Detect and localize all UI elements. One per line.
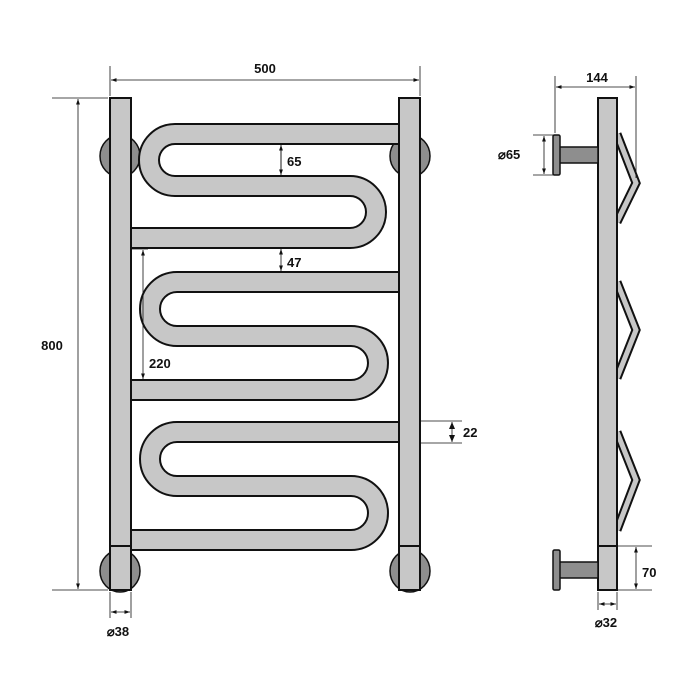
dimension-middle-gap-label: 47	[287, 255, 301, 270]
dimension-bracket-diameter-label: ⌀65	[498, 147, 520, 162]
side-bracket-top	[552, 134, 599, 176]
dimension-middle-gap: 47	[279, 249, 301, 271]
side-post	[597, 97, 618, 591]
side-end-cap-bottom	[597, 545, 618, 591]
side-tube-profile	[612, 132, 641, 532]
end-cap-bottom-right	[398, 545, 421, 591]
left-post	[109, 97, 132, 591]
dimension-side-tube-diameter-label: ⌀32	[595, 615, 617, 630]
dimension-width: 500	[109, 61, 421, 96]
side-view: 144 ⌀65 70 ⌀32	[498, 70, 656, 630]
serpentine-tubes	[130, 123, 400, 551]
dimension-bracket-height-label: 70	[642, 565, 656, 580]
dimension-height-label: 800	[41, 338, 63, 353]
dimension-section-pitch-label: 220	[149, 356, 171, 371]
dimension-upper-gap: 65	[279, 145, 301, 175]
dimension-bracket-diameter: ⌀65	[498, 134, 555, 176]
dimension-side-depth-label: 144	[586, 70, 608, 85]
dimension-post-diameter-label: ⌀38	[107, 624, 129, 639]
dimension-upper-gap-label: 65	[287, 154, 301, 169]
dimension-height: 800	[41, 97, 108, 591]
dimension-side-tube-diameter: ⌀32	[595, 592, 618, 630]
dimension-post-diameter: ⌀38	[107, 592, 132, 639]
dimension-tube-diameter: 22	[420, 420, 477, 444]
dimension-section-pitch: 220	[131, 248, 171, 379]
tube-section-lower	[130, 421, 400, 551]
dimension-tube-diameter-label: 22	[463, 425, 477, 440]
dimension-side-depth: 144	[554, 70, 637, 178]
tube-section-upper	[130, 123, 400, 249]
front-view: 500 800 65 47 220	[41, 61, 477, 639]
right-post	[398, 97, 421, 591]
dimension-bracket-height: 70	[617, 545, 656, 591]
end-cap-bottom-left	[109, 545, 132, 591]
side-bracket-bottom	[552, 549, 599, 591]
tube-section-middle	[130, 271, 400, 401]
dimension-width-label: 500	[254, 61, 276, 76]
